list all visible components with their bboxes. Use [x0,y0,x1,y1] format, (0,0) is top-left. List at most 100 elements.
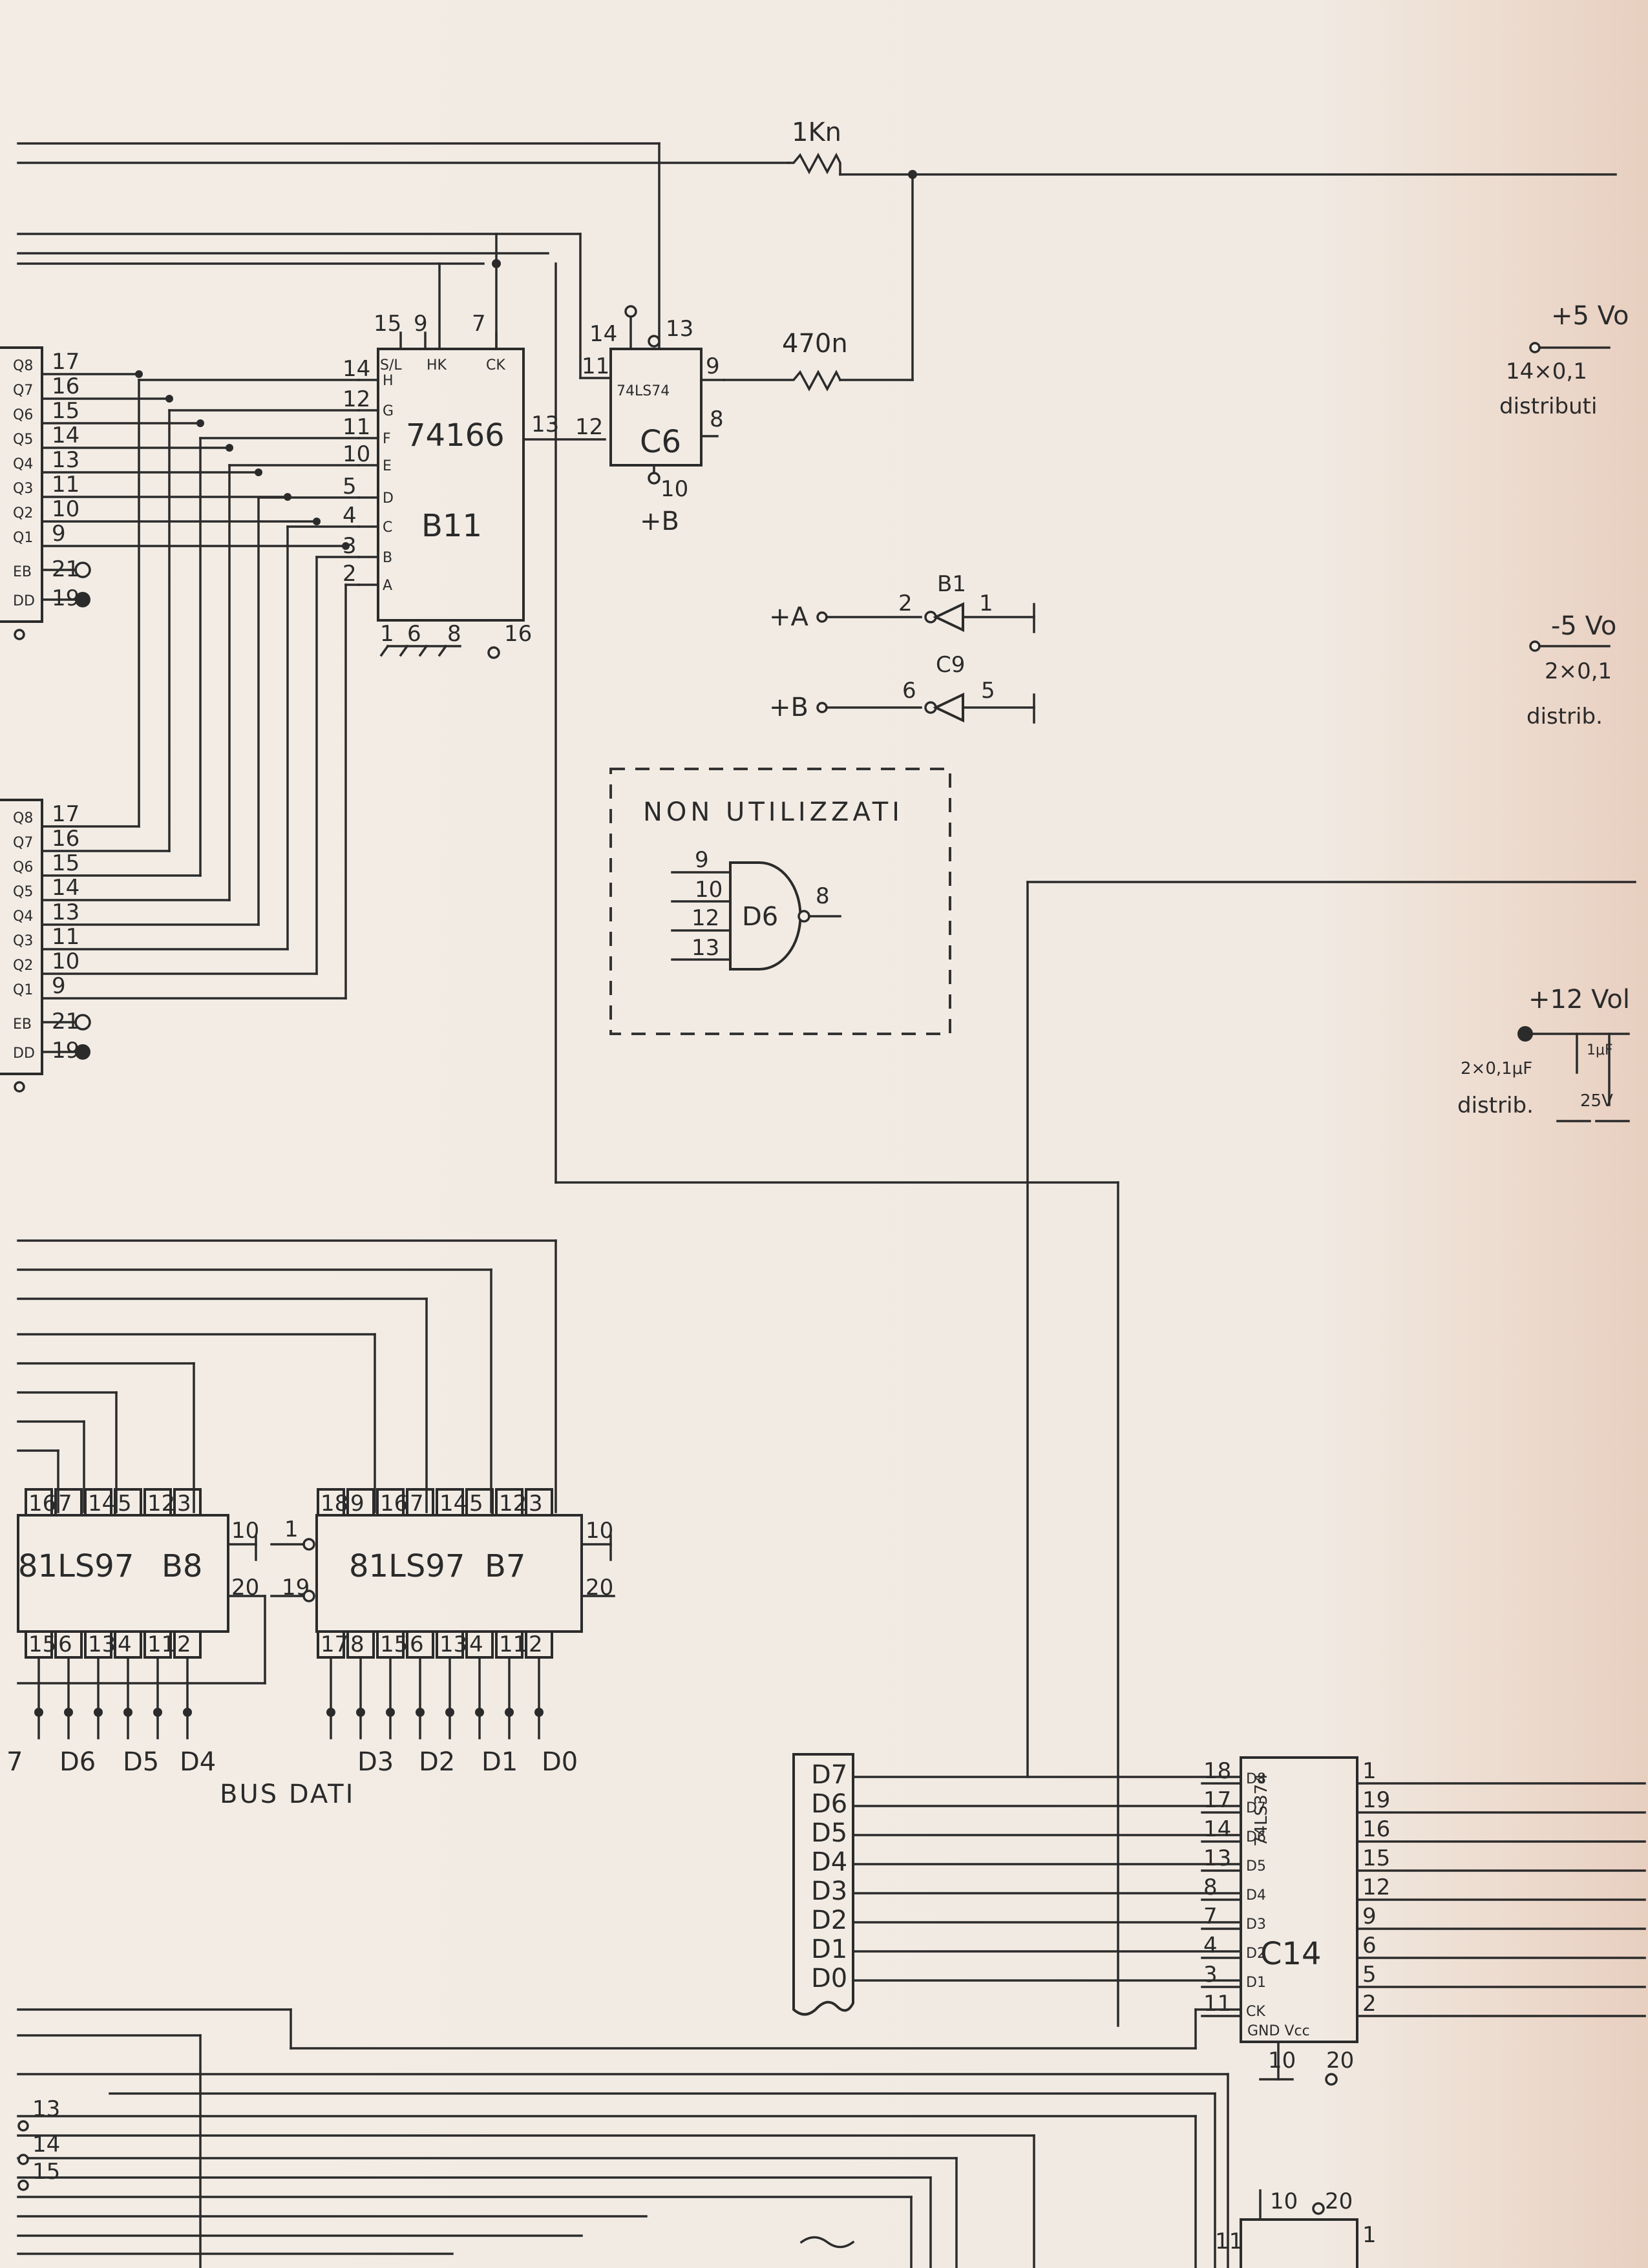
inverter-b1-in: 2 [898,591,913,616]
unused-pin: 9 [695,847,709,873]
junction-dot [123,1708,132,1717]
c14-left-label: D2 [1246,1946,1266,1962]
c14-left-label: D1 [1246,1975,1266,1991]
inverter-b1-net: +A [769,602,809,632]
c6-pin-8: 8 [710,406,724,432]
power-minus5-label: -5 Vo [1551,611,1616,641]
power-plus12-cap2: 1μF [1587,1042,1613,1058]
b11-pin-9: 9 [414,311,428,337]
b7-pin-10: 10 [586,1518,613,1544]
connector-terminal [14,1081,25,1093]
c14-left-label: CK [1246,2004,1265,2020]
junction-dot [196,419,204,427]
junction-dot [255,468,262,476]
connector-extra-label: EB [13,564,32,580]
connector-extra-pin: 19 [52,585,79,611]
bottom-chip-pin: 20 [1325,2189,1353,2214]
bus-line-label: D0 [542,1747,578,1777]
connector-extra-label: DD [13,1045,35,1062]
pin-number-top: 7 [58,1491,72,1517]
b7-ref: B7 [485,1548,525,1584]
b11-input-pin: 4 [343,503,357,529]
bus-connector-label: D6 [811,1789,847,1819]
pin-number-top: 18 [321,1491,348,1517]
c14-left-label: D7 [1246,1800,1266,1816]
connector-pin-label: Q1 [13,982,33,998]
pin-number-top: 14 [439,1491,467,1517]
connector-pin-number: 14 [52,423,79,448]
inverter-b1: +A 2 B1 1 [769,571,1035,633]
c6-supply: +B [640,507,679,536]
pin-box [525,1488,553,1517]
bottom-chip-pin: 10 [1270,2189,1298,2214]
pin-number-top: 16 [380,1491,408,1517]
c14-gnd-vcc: GND Vcc [1247,2023,1310,2039]
pin-number-bottom: 15 [28,1632,56,1657]
connector-extra-pin: 19 [52,1038,79,1064]
chip-b7: 81LS97 B7 1 19 10 20 1817981615761413541… [270,1488,615,1739]
mid-wires [17,881,1636,2027]
junction-dot [534,1708,544,1717]
unused-pin: 12 [692,905,719,931]
pin-box [114,1488,142,1517]
bus-line-label: D3 [357,1747,394,1777]
inverter-b1-out: 1 [979,591,993,616]
connector-pin-label: Q2 [13,505,33,521]
c14-left-pin: 3 [1203,1962,1218,1988]
pin-number-bottom: 4 [118,1632,132,1657]
b11-input-label: B [383,550,392,566]
c14-left-pin: 11 [1203,1991,1231,2017]
b11-input-label: H [383,373,394,389]
pin-number-bottom: 8 [350,1632,364,1657]
c6-pin-11: 11 [582,353,609,379]
resistor-1k: 1Kn [787,118,841,176]
pin-box [436,1488,464,1517]
lower-wires: 13 14 15 [17,2008,1242,2268]
power-plus12-label: +12 Vol [1528,985,1630,1014]
junction-dot [386,1708,395,1717]
pin-number-top: 12 [499,1491,527,1517]
connector-pin-number: 13 [52,447,79,473]
c14-left-pin: 7 [1203,1904,1218,1929]
inverter-c9-out: 5 [981,678,995,704]
pin-number-bottom: 15 [380,1632,408,1657]
c6-pin-12: 12 [575,414,603,440]
power-minus5: -5 Vo 2×0,1 distrib. [1527,611,1616,730]
b8-pin-10: 10 [231,1518,259,1544]
bus-connector-label: D0 [811,1964,847,1993]
power-plus5-caps: 14×0,1 [1506,359,1587,384]
bus-connector-label: D1 [811,1935,847,1964]
b8-part: 81LS97 [18,1548,134,1584]
c14-left-pin: 17 [1203,1787,1231,1813]
top-wires [17,142,1617,1184]
junction-dot [165,395,173,403]
bottom-pin: 14 [32,2132,60,2158]
c14-part: 74LS374 [1252,1773,1271,1847]
connector-pin-number: 10 [52,949,79,974]
b11-pin-ck: 7 [472,311,486,337]
c6-pin-10: 10 [660,476,688,502]
b11-pin-out: 13 [531,412,559,437]
connector-pin-number: 15 [52,398,79,424]
connector-pin-label: Q3 [13,933,33,949]
junction-dot [135,370,143,378]
b8-ref: B8 [162,1548,202,1584]
junction-dot [326,1708,335,1717]
junction-dot [505,1708,514,1717]
junction-dot [356,1708,365,1717]
inverter-b1-ref: B1 [937,571,966,597]
pin-box [465,1488,494,1517]
connector-open-terminal [74,562,91,578]
unused-pin: 13 [692,935,719,961]
power-minus5-note: distrib. [1527,704,1603,730]
b11-bottom-pin: 6 [407,621,421,647]
connector-pin-label: Q5 [13,432,33,448]
pin-number-top: 5 [469,1491,483,1517]
connector-pin-number: 9 [52,973,66,999]
connector-extra-label: DD [13,593,35,609]
b11-bottom-pin: 16 [504,621,532,647]
unused-title: NON UTILIZZATI [643,797,903,827]
connector-pin-number: 13 [52,899,79,925]
